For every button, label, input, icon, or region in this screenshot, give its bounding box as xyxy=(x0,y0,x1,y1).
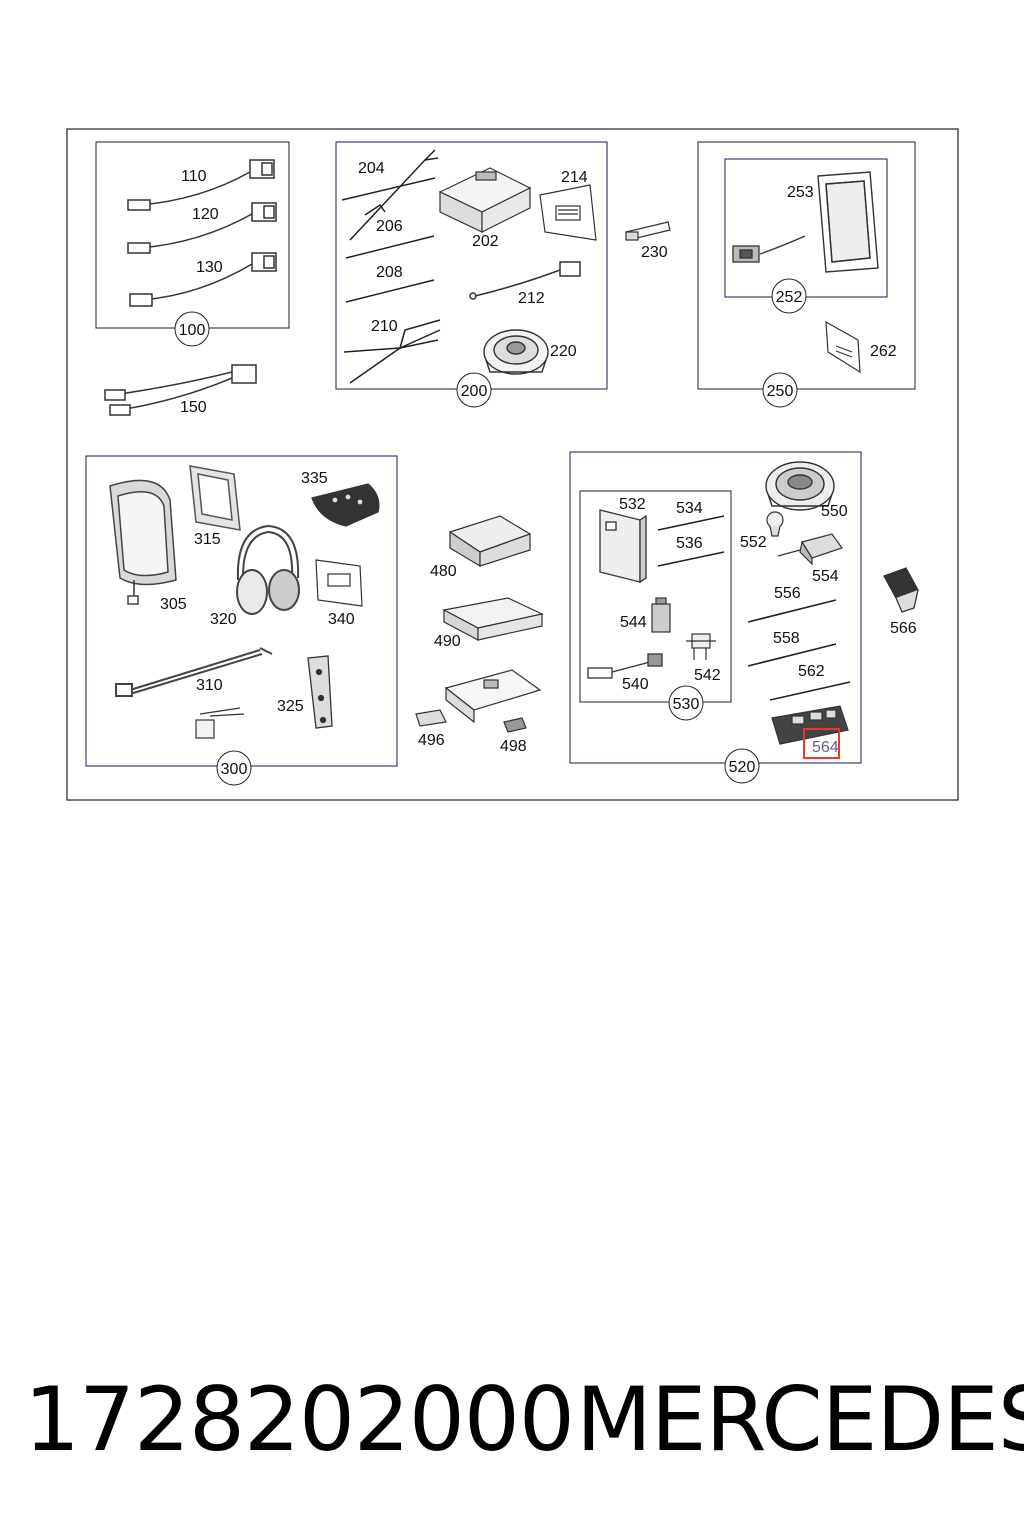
label-208: 208 xyxy=(376,264,403,281)
label-552: 552 xyxy=(740,534,767,551)
label-340: 340 xyxy=(328,611,355,628)
usb-stick-230-drawing xyxy=(625,221,671,241)
remote-335-drawing xyxy=(311,483,380,527)
label-534: 534 xyxy=(676,500,703,517)
diagram-frame xyxy=(66,128,959,801)
module-490-drawing xyxy=(442,597,544,641)
drive-480-drawing xyxy=(448,515,532,568)
harness-204-drawing xyxy=(341,149,439,241)
switch-566-drawing xyxy=(883,567,919,613)
label-150: 150 xyxy=(180,399,207,416)
module-202-drawing xyxy=(438,167,532,233)
cable-212-drawing xyxy=(469,261,581,300)
antenna-554-drawing xyxy=(777,533,843,566)
label-315: 315 xyxy=(194,531,221,548)
part-number: 1728202000 xyxy=(24,1368,575,1471)
group-label-530: 530 xyxy=(673,696,700,713)
card-498-drawing xyxy=(503,717,527,733)
label-130: 130 xyxy=(196,259,223,276)
group-label-300: 300 xyxy=(221,761,248,778)
harness-210-drawing xyxy=(343,319,441,384)
brand-name: MERCEDES xyxy=(576,1368,1024,1471)
group-100: 110 120 130 100 xyxy=(95,141,290,347)
highlight-box-564 xyxy=(803,728,840,759)
label-310: 310 xyxy=(196,677,223,694)
board-drawing xyxy=(444,669,542,724)
label-550: 550 xyxy=(821,503,848,520)
display-frame-253-drawing xyxy=(817,171,879,273)
label-554: 554 xyxy=(812,568,839,585)
label-305: 305 xyxy=(160,596,187,613)
cable-110-drawing xyxy=(127,159,275,211)
group-520: 532 534 536 544 542 540 530 xyxy=(569,451,862,784)
label-564[interactable]: 564 xyxy=(812,739,839,756)
connector-252-drawing xyxy=(732,235,806,263)
adapter-542-drawing xyxy=(686,633,716,660)
label-532: 532 xyxy=(619,496,646,513)
label-566: 566 xyxy=(890,620,917,637)
group-300: 305 315 335 320 340 xyxy=(85,455,398,786)
group-label-520: 520 xyxy=(729,759,756,776)
label-480: 480 xyxy=(430,563,457,580)
label-204: 204 xyxy=(358,160,385,177)
footer: 1728202000 MERCEDES xyxy=(0,1360,1024,1480)
label-335: 335 xyxy=(301,470,328,487)
label-220: 220 xyxy=(550,343,577,360)
label-558: 558 xyxy=(773,630,800,647)
cable-310-drawing xyxy=(115,647,273,697)
label-202: 202 xyxy=(472,233,499,250)
label-562: 562 xyxy=(798,663,825,680)
label-212: 212 xyxy=(518,290,545,307)
clip-drawing xyxy=(195,707,245,739)
relay-544-drawing xyxy=(651,597,671,633)
label-214: 214 xyxy=(561,169,588,186)
manual-214-drawing xyxy=(539,184,597,241)
label-544: 544 xyxy=(620,614,647,631)
unit-564-drawing xyxy=(771,705,849,745)
frame-315-drawing xyxy=(189,465,241,531)
speaker-550-drawing xyxy=(765,461,835,511)
speaker-220-drawing xyxy=(483,329,549,375)
label-536: 536 xyxy=(676,535,703,552)
unit-532-drawing xyxy=(599,509,647,584)
group-label-250: 250 xyxy=(767,383,794,400)
group-label-252: 252 xyxy=(776,289,803,306)
label-253: 253 xyxy=(787,184,814,201)
label-542: 542 xyxy=(694,667,721,684)
cable-120-drawing xyxy=(127,202,277,254)
booklet-340-drawing xyxy=(315,559,363,607)
clip-552-drawing xyxy=(766,511,784,537)
group-label-200: 200 xyxy=(461,383,488,400)
label-262: 262 xyxy=(870,343,897,360)
label-110: 110 xyxy=(181,168,207,185)
group-label-100: 100 xyxy=(179,322,206,339)
label-206: 206 xyxy=(376,218,403,235)
group-250: 253 252 262 250 xyxy=(697,141,916,408)
label-210: 210 xyxy=(371,318,398,335)
group-200: 204 206 208 210 202 214 xyxy=(335,141,608,408)
cable-130-drawing xyxy=(129,252,277,307)
monitor-305-drawing xyxy=(109,479,177,605)
label-325: 325 xyxy=(277,698,304,715)
label-556: 556 xyxy=(774,585,801,602)
label-230: 230 xyxy=(641,244,668,261)
parts-diagram: 110 120 130 100 150 204 206 208 xyxy=(66,128,959,801)
label-540: 540 xyxy=(622,676,649,693)
bracket-496-drawing xyxy=(415,709,447,727)
headphones-320-drawing xyxy=(236,524,300,615)
bracket-325-drawing xyxy=(307,655,333,729)
label-120: 120 xyxy=(192,206,219,223)
label-490: 490 xyxy=(434,633,461,650)
label-320: 320 xyxy=(210,611,237,628)
cable-540-drawing xyxy=(587,653,663,679)
label-498: 498 xyxy=(500,738,527,755)
panel-262-drawing xyxy=(825,320,861,374)
cable-150-drawing xyxy=(104,364,257,416)
label-496: 496 xyxy=(418,732,445,749)
